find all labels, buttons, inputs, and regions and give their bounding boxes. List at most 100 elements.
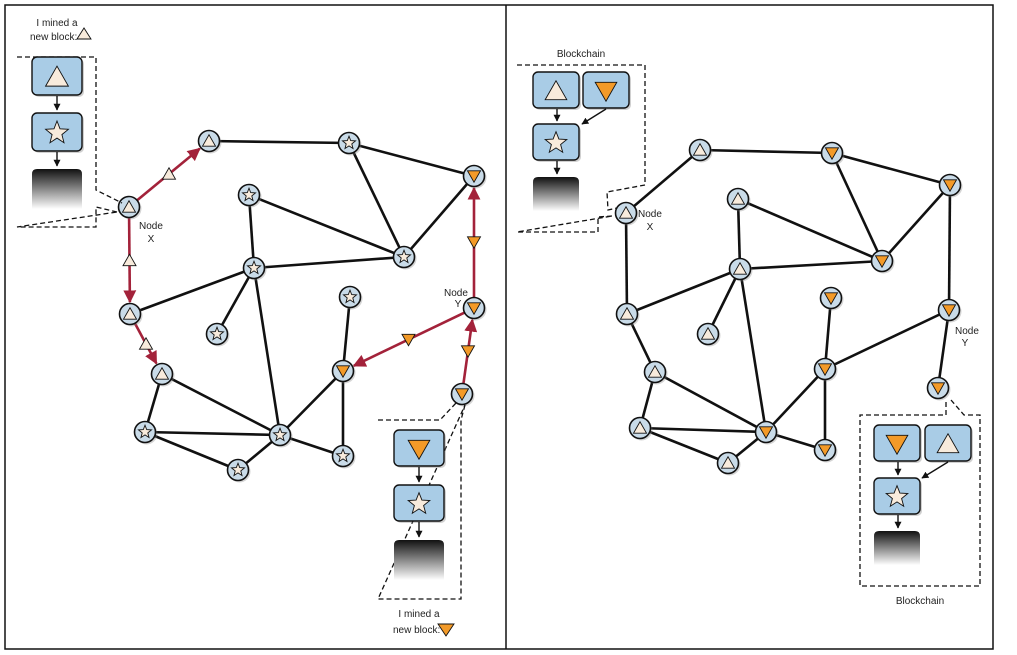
right-node-i — [819, 286, 844, 311]
outer-frame — [4, 4, 994, 650]
right-node-o — [813, 438, 838, 463]
block-tip-a — [873, 424, 922, 463]
right-node-y-label-line1: Node — [955, 326, 979, 337]
inverted-triangle-block-icon — [335, 365, 351, 379]
chain-link-arrow — [581, 108, 607, 125]
star-block-icon — [241, 186, 257, 202]
star-block-icon — [884, 484, 910, 508]
right-node-y-blockchain — [859, 399, 981, 587]
triangle-block-icon — [154, 366, 170, 380]
mined-label-y-line2: new block: — [393, 625, 440, 636]
block-star — [532, 123, 581, 162]
star-block-icon — [543, 130, 569, 154]
triangle-block-icon — [619, 306, 635, 320]
star-block-icon — [335, 447, 351, 463]
inverted-triangle-block-icon — [401, 333, 416, 347]
left-edge-l-m — [144, 430, 281, 437]
triangle-block-icon — [632, 420, 648, 434]
left-network-nodes — [117, 129, 487, 483]
left-node-d — [237, 183, 262, 208]
inverted-triangle-block-icon — [454, 388, 470, 402]
earlier-chain-fade — [533, 177, 579, 211]
inverted-triangle-block-icon — [930, 382, 946, 396]
earlier-chain-fade — [874, 531, 920, 565]
right-edge-k-y — [824, 308, 950, 371]
right-edge-f-m — [738, 268, 768, 433]
right-edge-i-k — [823, 297, 833, 370]
left-node-y — [462, 296, 487, 321]
earlier-chain-fade — [394, 540, 444, 580]
triangle-block-icon — [618, 205, 634, 219]
right-panel-after-propagation: Blockchain Node X Node Y Blockchain — [516, 49, 981, 607]
triangle-block-icon — [122, 253, 137, 267]
inverted-triangle-block-icon — [460, 345, 476, 359]
star-block-icon — [44, 119, 70, 144]
inverted-triangle-block-icon — [407, 439, 431, 461]
left-node-b — [337, 131, 362, 156]
left-node-a — [197, 129, 222, 154]
right-blockchain-label-x: Blockchain — [557, 49, 605, 60]
star-block-icon — [396, 248, 412, 264]
block-inv-triangle — [393, 429, 446, 468]
left-network-edges — [129, 139, 475, 472]
triangle-block-icon — [122, 306, 138, 320]
left-node-o — [331, 444, 356, 469]
left-node-f — [242, 256, 267, 281]
left-node-n — [226, 458, 251, 483]
right-node-h — [696, 322, 721, 347]
left-edge-f-g — [129, 266, 255, 316]
right-node-y-callout — [859, 399, 981, 587]
inverted-triangle-block-icon — [824, 147, 840, 161]
node-y-label-line2: Y — [455, 299, 462, 310]
right-node-j — [643, 360, 668, 385]
inverted-triangle-block-icon — [817, 363, 833, 377]
right-node-k — [813, 357, 838, 382]
star-block-icon — [406, 491, 432, 515]
block-tip-b — [582, 71, 631, 110]
inverted-triangle-block-icon — [942, 179, 958, 193]
left-panel-before-propagation: I mined a new block: Node X Node Y I min… — [16, 18, 487, 637]
block-triangle — [31, 56, 84, 97]
triangle-block-icon — [730, 191, 746, 205]
propagation-x-to-a — [136, 147, 201, 202]
left-node-l — [133, 420, 158, 445]
triangle-block-icon — [732, 261, 748, 275]
star-block-icon — [341, 134, 357, 150]
right-node-p — [926, 376, 951, 401]
star-block-icon — [272, 426, 288, 442]
triangle-block-icon — [700, 326, 716, 340]
mined-inv-triangle-icon — [437, 623, 455, 637]
left-node-e — [392, 245, 417, 270]
right-edge-l-n — [639, 426, 729, 465]
right-edge-l-m — [639, 426, 767, 434]
inverted-triangle-block-icon — [817, 444, 833, 458]
right-node-d — [726, 187, 751, 212]
left-edge-d-e — [248, 193, 405, 259]
block-tip-a — [532, 71, 581, 110]
left-node-h — [205, 322, 230, 347]
right-node-g — [615, 302, 640, 327]
propagation-y-to-c — [466, 186, 482, 297]
mined-label-x-line2: new block: — [30, 32, 77, 43]
chain-link-arrow — [921, 461, 949, 479]
right-edge-x-g — [624, 212, 629, 315]
triangle-block-icon — [44, 65, 70, 87]
star-block-icon — [230, 461, 246, 477]
propagation-g-to-j — [134, 323, 158, 365]
left-node-k — [331, 359, 356, 384]
left-node-m — [268, 423, 293, 448]
propagation-p-to-y — [460, 318, 478, 384]
star-block-icon — [137, 423, 153, 439]
node-x-blockchain — [16, 56, 123, 228]
left-edge-f-e — [253, 255, 405, 270]
mined-label-y-line1: I mined a — [398, 609, 440, 620]
inverted-triangle-block-icon — [758, 426, 774, 440]
left-edge-c-e — [403, 175, 475, 258]
right-network-edges — [624, 148, 952, 465]
left-edge-j-m — [161, 372, 281, 437]
star-block-icon — [246, 259, 262, 275]
inverted-triangle-block-icon — [941, 304, 957, 318]
right-edge-k-m — [765, 368, 826, 433]
right-edge-f-g — [626, 267, 741, 316]
inverted-triangle-block-icon — [466, 302, 482, 316]
